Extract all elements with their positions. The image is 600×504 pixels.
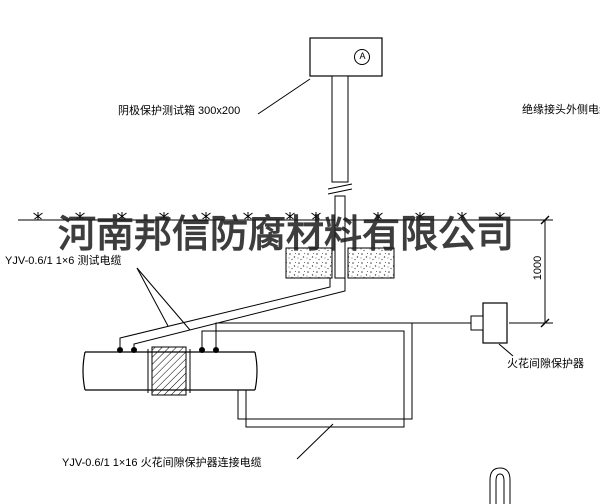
protector-cables (201, 322, 471, 428)
test-cables (119, 278, 346, 350)
test-box-label: 阴极保护测试箱 300x200 (118, 105, 241, 117)
insulating-joint (151, 346, 187, 396)
dimension-1000 (509, 215, 553, 328)
post-upper (331, 75, 349, 183)
break-mark-1 (327, 183, 353, 190)
leader-test-cable-1 (136, 267, 169, 327)
company-watermark: 河南邦信防腐材料有限公司 (58, 214, 515, 256)
bottom-right-symbol (489, 467, 511, 504)
break-mark-2 (327, 188, 353, 195)
protector-cable-label: YJV-0.6/1 1×16 火花间隙保护器连接电缆 (62, 457, 262, 469)
dimension-1000-text: 1000 (532, 255, 544, 281)
foundation-right (347, 247, 395, 279)
meter-letter: A (359, 51, 366, 61)
spark-gap-protector (482, 302, 508, 344)
leader-protector-cable (296, 423, 334, 460)
test-box (309, 37, 383, 77)
spark-gap-protector-stub (470, 315, 484, 331)
foundation-left (285, 247, 333, 279)
meter-circle-icon (354, 49, 370, 65)
spark-gap-protector-label: 火花间隙保护器 (507, 358, 584, 370)
post-lower (334, 195, 346, 279)
leader-test-box (257, 78, 311, 115)
insulated-joint-cable-label: 绝缘接头外侧电缆 (522, 104, 600, 116)
leader-test-cable-2 (136, 267, 191, 331)
test-cable-label: YJV-0.6/1 1×6 测试电缆 (5, 255, 122, 267)
leader-protector-label (498, 343, 514, 357)
